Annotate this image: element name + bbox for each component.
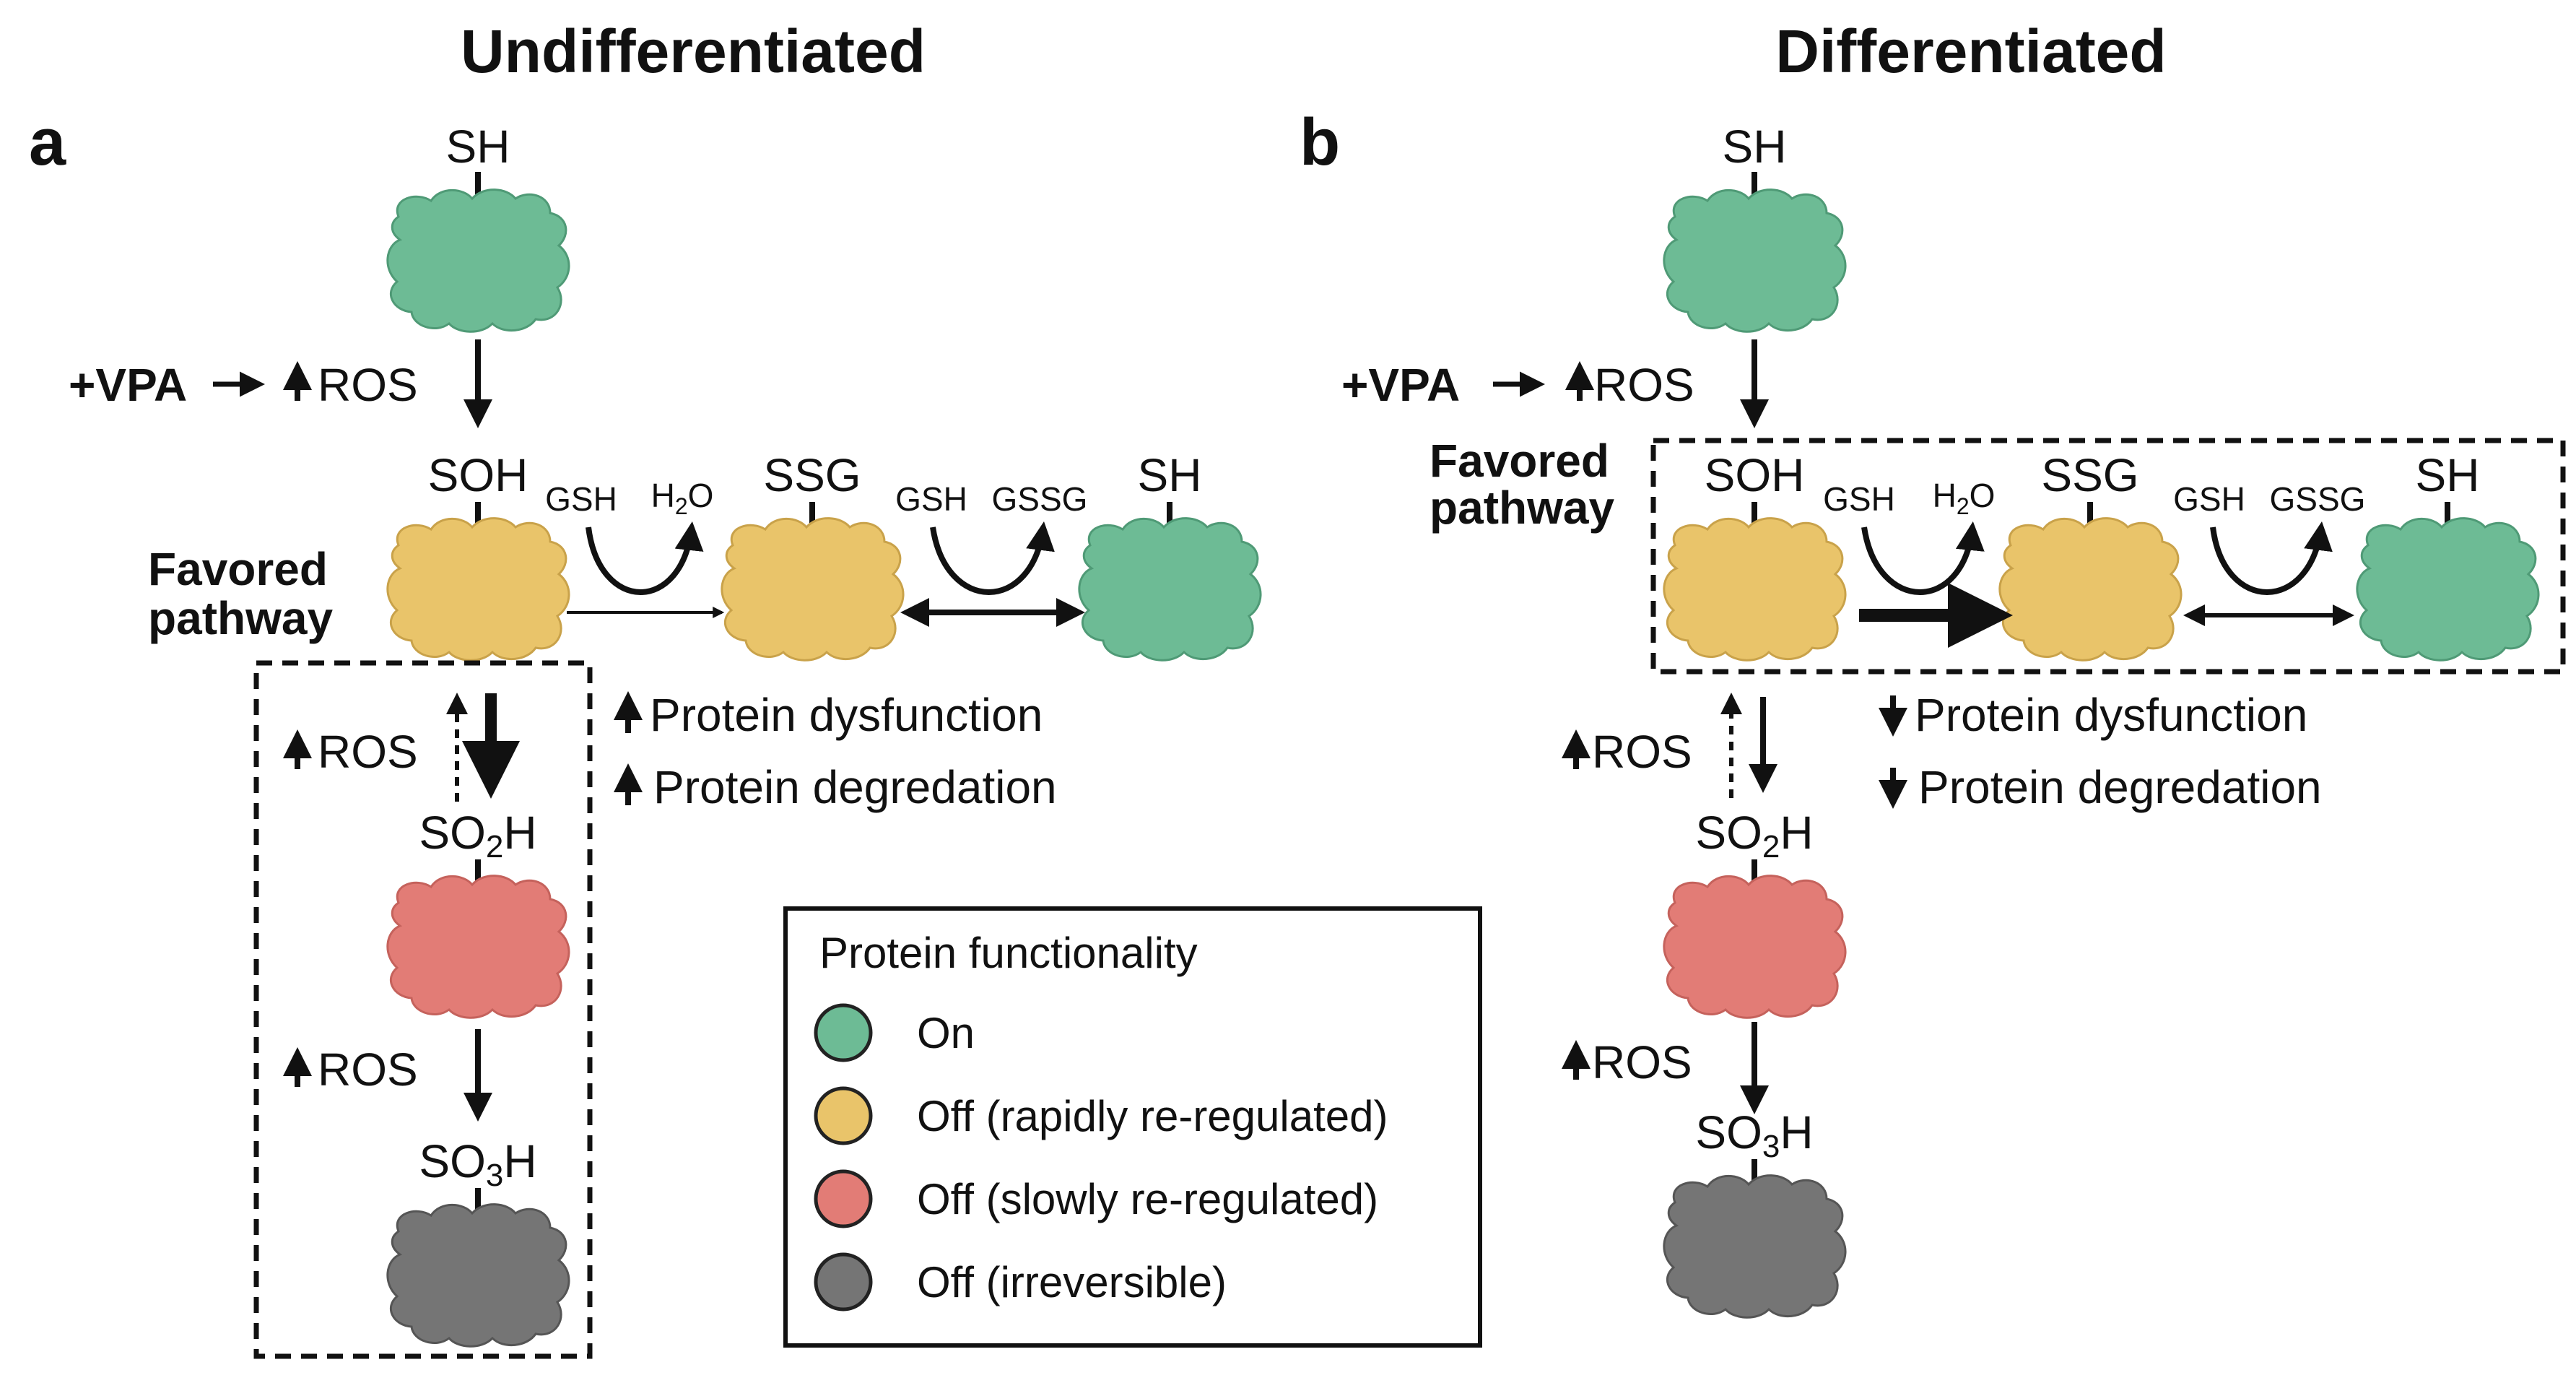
state-label-so2h-b: SO2H: [1695, 807, 1813, 864]
protein-on-right-a: [1078, 517, 1262, 662]
legend-label-3: Off (irreversible): [917, 1258, 1227, 1306]
state-label-soh-b: SOH: [1705, 449, 1805, 501]
state-label-ssg-a: SSG: [763, 449, 861, 501]
gsh-h2o-curved-arrow-b: [1861, 521, 1985, 595]
legend-title: Protein functionality: [819, 929, 1198, 977]
gssg-label-a: GSSG: [992, 480, 1088, 518]
state-label-soh-a: SOH: [428, 449, 528, 501]
legend-label-1: Off (rapidly re-regulated): [917, 1092, 1388, 1140]
protein-rapid-ssg-b: [1998, 517, 2183, 662]
h2o-label-a: H2O: [651, 477, 714, 519]
protein-slow-so2h-a: [386, 875, 570, 1019]
h2o-label-b: H2O: [1933, 477, 1996, 519]
title-differentiated: Differentiated: [1775, 17, 2166, 85]
panel-label-b: b: [1300, 105, 1340, 179]
legend-swatch-0: [814, 1003, 873, 1062]
favored-pathway-label-b: Favored pathway: [1430, 435, 1622, 534]
degradation-label-b: Protein degredation: [1918, 761, 2322, 813]
protein-on-top-b: [1663, 188, 1847, 333]
protein-rapid-soh-b: [1663, 517, 1847, 662]
state-label-so3h-b: SO3H: [1695, 1106, 1813, 1164]
protein-rapid-ssg-a: [721, 517, 905, 662]
gsh-gssg-curved-arrow-a: [930, 521, 1055, 595]
protein-slow-so2h-b: [1663, 875, 1847, 1019]
title-undifferentiated: Undifferentiated: [461, 17, 926, 85]
state-label-so2h-a: SO2H: [419, 807, 536, 864]
gsh-label-2-a: GSH: [895, 480, 967, 518]
gsh-label-1-a: GSH: [545, 480, 617, 518]
state-label-sh-right-a: SH: [1138, 449, 1202, 501]
gsh-label-2-b: GSH: [2173, 480, 2245, 518]
panel-label-a: a: [29, 105, 66, 179]
vpa-label-a: +VPA: [69, 359, 187, 411]
gssg-label-b: GSSG: [2270, 480, 2366, 518]
legend-box: [783, 906, 1482, 1348]
ros-label-3-b: ROS: [1592, 1036, 1692, 1088]
gsh-gssg-curved-arrow-b: [2210, 521, 2333, 595]
legend-swatch-3: [814, 1252, 873, 1312]
favored-pathway-box-b: [1650, 438, 2566, 675]
ros-label-2-a: ROS: [318, 726, 418, 778]
protein-on-top-a: [386, 188, 570, 333]
legend-label-2: Off (slowly re-regulated): [917, 1175, 1378, 1223]
favored-pathway-box-a: [253, 660, 593, 1359]
state-label-so3h-a: SO3H: [419, 1135, 536, 1193]
favored-pathway-label-a: Favored pathway: [148, 543, 341, 644]
state-label-sh-right-b: SH: [2416, 449, 2480, 501]
vpa-label-b: +VPA: [1341, 359, 1460, 411]
gsh-label-1-b: GSH: [1823, 480, 1895, 518]
legend-swatch-2: [814, 1169, 873, 1228]
protein-rapid-soh-a: [386, 517, 570, 662]
degradation-label-a: Protein degredation: [653, 761, 1057, 813]
protein-on-right-b: [2356, 517, 2540, 662]
gsh-h2o-curved-arrow-a: [586, 521, 704, 595]
state-label-sh-top-b: SH: [1723, 121, 1787, 173]
dysfunction-label-a: Protein dysfunction: [650, 689, 1043, 741]
legend-label-0: On: [917, 1009, 975, 1057]
ros-label-vpa-b: ROS: [1594, 359, 1694, 411]
state-label-sh-top-a: SH: [446, 121, 510, 173]
protein-irreversible-so3h-a: [386, 1203, 570, 1348]
state-label-ssg-b: SSG: [2041, 449, 2138, 501]
ros-label-vpa-a: ROS: [318, 359, 418, 411]
dysfunction-label-b: Protein dysfunction: [1915, 689, 2307, 741]
ros-label-3-a: ROS: [318, 1044, 418, 1096]
legend-swatch-1: [814, 1086, 873, 1145]
protein-irreversible-so3h-b: [1663, 1174, 1847, 1319]
ros-label-2-b: ROS: [1592, 726, 1692, 778]
